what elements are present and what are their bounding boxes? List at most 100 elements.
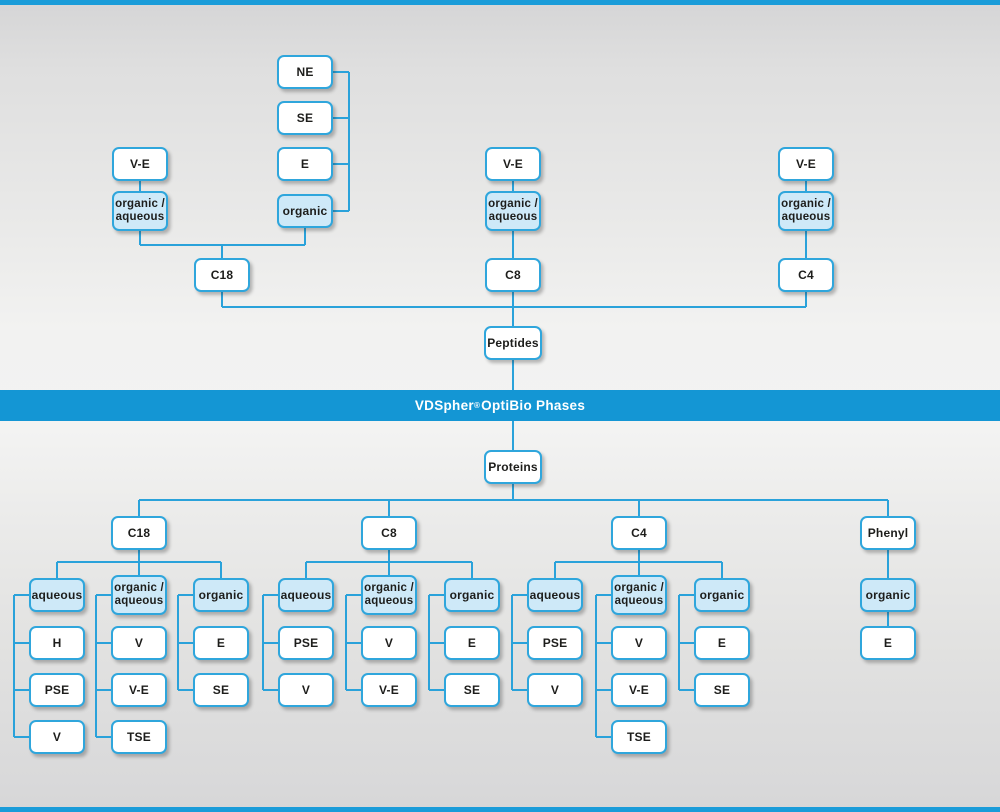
- node-c4-aqueous-pse: PSE: [527, 626, 583, 660]
- node-top-organic: organic: [277, 194, 333, 228]
- node-c4-aqueous: aqueous: [527, 578, 583, 612]
- node-top-ve-left: V-E: [112, 147, 168, 181]
- connector-line: [222, 306, 806, 308]
- connector-line: [221, 292, 223, 307]
- connector-line: [138, 550, 140, 562]
- node-label: Peptides: [487, 336, 539, 350]
- connector-line: [512, 181, 514, 191]
- node-c8-aqueous-pse: PSE: [278, 626, 334, 660]
- node-label: organic: [699, 588, 745, 602]
- connector-line: [346, 642, 361, 644]
- connector-line: [13, 595, 15, 737]
- node-bottom-phenyl: Phenyl: [860, 516, 916, 550]
- node-label: PSE: [542, 636, 568, 650]
- node-c8-aqueous-v: V: [278, 673, 334, 707]
- connector-line: [333, 210, 349, 212]
- connector-line: [596, 642, 611, 644]
- node-top-c18: C18: [194, 258, 250, 292]
- node-proteins: Proteins: [484, 450, 542, 484]
- node-label: E: [467, 636, 477, 650]
- node-label: V-E: [129, 683, 149, 697]
- connector-line: [139, 181, 141, 191]
- node-phenyl-organic: organic: [860, 578, 916, 612]
- connector-line: [221, 245, 223, 258]
- node-label: V: [134, 636, 144, 650]
- node-top-e: E: [277, 147, 333, 181]
- connector-line: [348, 72, 350, 211]
- connector-line: [95, 595, 97, 737]
- connector-line: [96, 689, 111, 691]
- node-c8-organic-se: SE: [444, 673, 500, 707]
- node-label: C18: [127, 526, 151, 540]
- node-label: C4: [798, 268, 814, 282]
- connector-line: [679, 642, 694, 644]
- node-c18-organic-aqueous: organic /aqueous: [111, 575, 167, 615]
- node-c8-organic: organic: [444, 578, 500, 612]
- node-label: V: [634, 636, 644, 650]
- connector-line: [805, 292, 807, 307]
- node-c18-orgaq-tse: TSE: [111, 720, 167, 754]
- connector-line: [471, 562, 473, 578]
- connector-line: [512, 231, 514, 258]
- node-label: aqueous: [781, 211, 831, 223]
- node-label: organic /: [364, 582, 414, 595]
- node-label: SE: [296, 111, 314, 125]
- node-label: organic /: [614, 582, 664, 595]
- bottom-accent-bar: [0, 807, 1000, 812]
- connector-line: [178, 689, 193, 691]
- node-label: E: [717, 636, 727, 650]
- node-top-ve-right: V-E: [778, 147, 834, 181]
- node-label: V-E: [130, 157, 150, 171]
- connector-line: [512, 594, 527, 596]
- node-c8-organic-aqueous: organic /aqueous: [361, 575, 417, 615]
- connector-line: [887, 550, 889, 578]
- node-label: C8: [505, 268, 521, 282]
- connector-line: [554, 562, 556, 578]
- node-label: E: [216, 636, 226, 650]
- connector-line: [388, 562, 390, 575]
- connector-line: [638, 500, 640, 516]
- connector-line: [596, 594, 611, 596]
- connector-line: [388, 550, 390, 562]
- node-label: V-E: [796, 157, 816, 171]
- node-c18-organic-se: SE: [193, 673, 249, 707]
- connector-line: [139, 499, 888, 501]
- node-label: V: [384, 636, 394, 650]
- connector-line: [512, 689, 527, 691]
- node-c4-organic: organic: [694, 578, 750, 612]
- connector-line: [721, 562, 723, 578]
- node-label: organic /: [781, 198, 831, 211]
- node-label: E: [300, 157, 310, 171]
- connector-line: [96, 736, 111, 738]
- node-label: aqueous: [364, 595, 414, 607]
- connector-line: [887, 612, 889, 626]
- node-label: TSE: [127, 730, 151, 744]
- connector-line: [512, 484, 514, 500]
- connector-line: [333, 71, 349, 73]
- node-top-c8: C8: [485, 258, 541, 292]
- node-label: organic: [865, 588, 911, 602]
- node-c4-organic-aqueous: organic /aqueous: [611, 575, 667, 615]
- node-label: Proteins: [488, 460, 538, 474]
- node-label: aqueous: [280, 588, 332, 602]
- node-label: PSE: [293, 636, 319, 650]
- connector-line: [178, 594, 193, 596]
- connector-line: [178, 642, 193, 644]
- node-bottom-c4: C4: [611, 516, 667, 550]
- connector-line: [56, 562, 58, 578]
- node-c18-aqueous-v: V: [29, 720, 85, 754]
- node-label: organic: [449, 588, 495, 602]
- node-label: organic /: [488, 198, 538, 211]
- connector-line: [263, 689, 278, 691]
- connector-line: [512, 292, 514, 326]
- connector-line: [512, 360, 514, 390]
- node-label: aqueous: [114, 595, 164, 607]
- node-label: V-E: [379, 683, 399, 697]
- node-top-ne: NE: [277, 55, 333, 89]
- connector-line: [346, 594, 361, 596]
- node-c4-organic-e: E: [694, 626, 750, 660]
- node-label: organic: [198, 588, 244, 602]
- node-c4-aqueous-v: V: [527, 673, 583, 707]
- node-label: aqueous: [488, 211, 538, 223]
- connector-line: [14, 642, 29, 644]
